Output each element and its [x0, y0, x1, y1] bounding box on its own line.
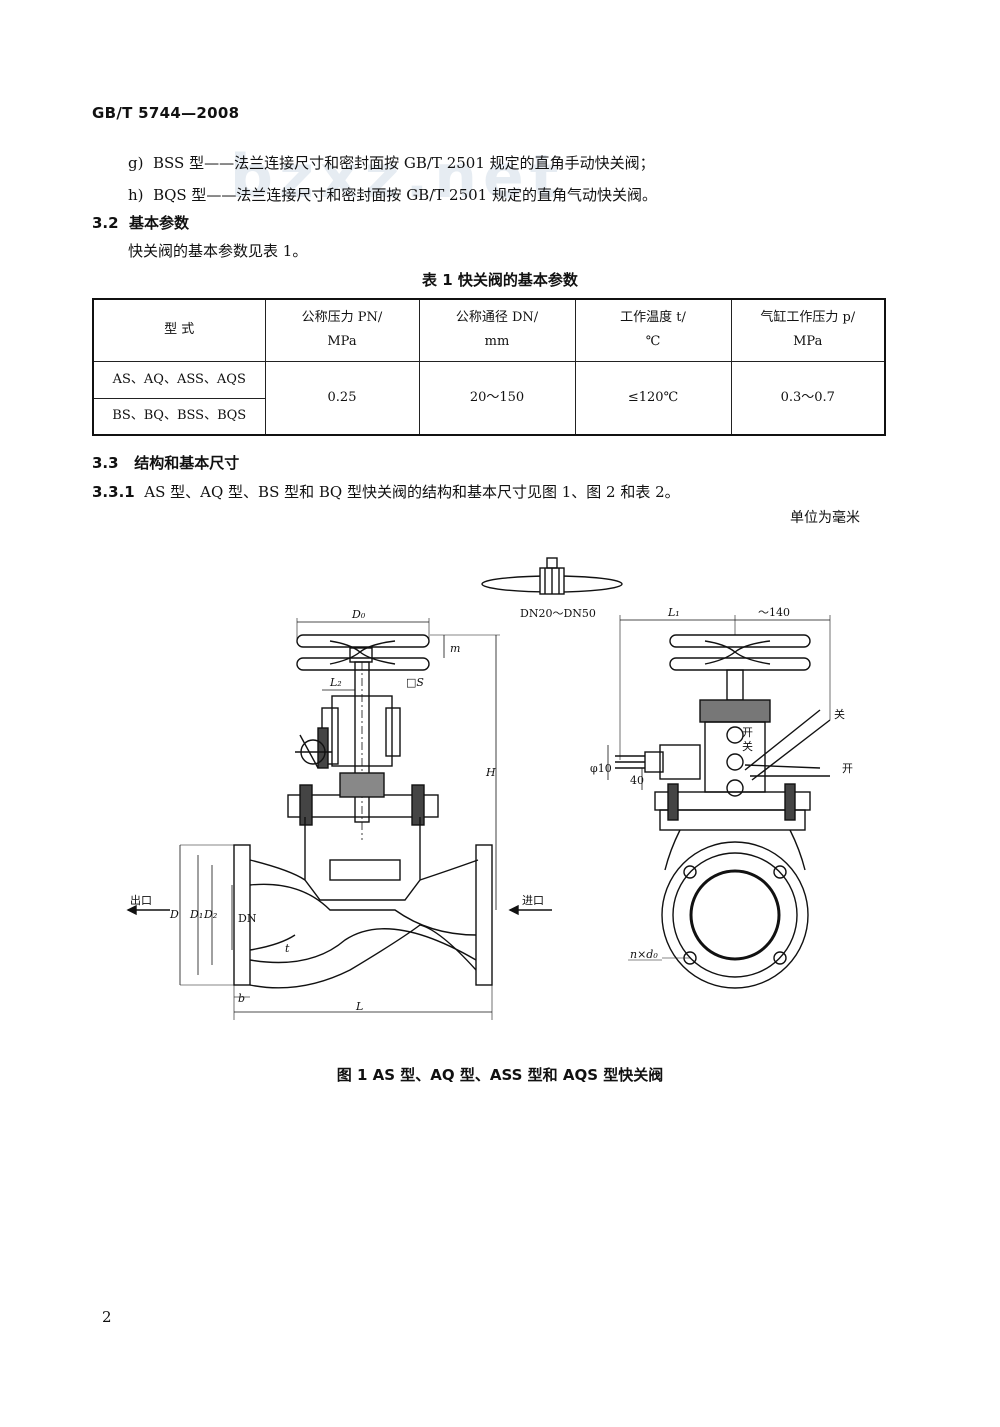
section-title: 基本参数: [129, 214, 190, 232]
cell-temp: ≤120℃: [574, 360, 732, 436]
valve-drawing: DN20～DN50 D₀ m L₂ □S H D D₁ D₂ DN t b L …: [126, 557, 853, 1020]
header-pn: 公称压力 PN/MPa: [264, 298, 420, 362]
label-DN: DN: [238, 912, 257, 925]
label-D: D: [169, 908, 179, 921]
table-caption: 表 1 快关阀的基本参数: [422, 271, 578, 289]
list-item-g: g) BSS 型——法兰连接尺寸和密封面按 GB/T 2501 规定的直角手动快…: [128, 152, 655, 173]
standard-code: GB/T 5744—2008: [92, 104, 240, 122]
label-close: 关: [834, 707, 845, 721]
section-title: 结构和基本尺寸: [134, 454, 240, 472]
item-text: BQS 型——法兰连接尺寸和密封面按 GB/T 2501 规定的直角气动快关阀。: [153, 186, 657, 204]
label-nd0: n×d₀: [630, 948, 658, 961]
figure-caption: 图 1 AS 型、AQ 型、ASS 型和 AQS 型快关阀: [336, 1066, 664, 1084]
label-D1: D₁: [189, 908, 203, 921]
section-number: 3.3: [92, 454, 119, 472]
label-L1: L₁: [667, 606, 680, 619]
section-3-2-heading: 3.2 基本参数: [92, 212, 189, 233]
label-outlet: 出口: [130, 893, 152, 907]
cell-cyl: 0.3～0.7: [730, 360, 886, 436]
label-L2: L₂: [329, 676, 342, 689]
header-type: 型 式: [92, 298, 266, 362]
header-temp: 工作温度 t/℃: [574, 298, 732, 362]
label-t: t: [285, 942, 290, 955]
label-close-2: 关: [742, 739, 753, 753]
table-header-row: 型 式 公称压力 PN/MPa 公称通径 DN/mm 工作温度 t/℃ 气缸工作…: [92, 298, 886, 362]
label-b: b: [238, 992, 245, 1005]
unit-note: 单位为毫米: [790, 510, 860, 526]
header-cyl: 气缸工作压力 p/MPa: [730, 298, 886, 362]
table-row: AS、AQ、ASS、AQS 0.25 20～150 ≤120℃ 0.3～0.7: [92, 360, 886, 436]
item-label: g): [128, 154, 144, 172]
label-D0: D₀: [351, 608, 366, 621]
label-L: L: [355, 1000, 363, 1013]
section-3-3-1: 3.3.1 AS 型、AQ 型、BS 型和 BQ 型快关阀的结构和基本尺寸见图 …: [92, 481, 680, 502]
label-D2: D₂: [203, 908, 217, 921]
label-dn-range: DN20～DN50: [520, 607, 596, 620]
list-item-h: h) BQS 型——法兰连接尺寸和密封面按 GB/T 2501 规定的直角气动快…: [128, 184, 657, 205]
cell-type-1: AS、AQ、ASS、AQS: [92, 360, 266, 399]
page-number: 2: [102, 1308, 112, 1326]
label-S: □S: [406, 676, 424, 689]
cell-pn: 0.25: [264, 360, 420, 436]
section-number: 3.3.1: [92, 483, 135, 501]
cell-type-2: BS、BQ、BSS、BQS: [92, 397, 266, 436]
header-dn: 公称通径 DN/mm: [418, 298, 576, 362]
label-140: ～140: [758, 606, 790, 619]
section-3-3-heading: 3.3 结构和基本尺寸: [92, 452, 239, 473]
label-H: H: [485, 766, 496, 779]
cell-dn: 20～150: [418, 360, 576, 436]
label-open-2: 开: [842, 762, 853, 775]
label-phi10: φ10: [590, 762, 612, 775]
label-40: 40: [630, 774, 644, 787]
watermark: bzxz.net: [230, 142, 565, 212]
section-text: AS 型、AQ 型、BS 型和 BQ 型快关阀的结构和基本尺寸见图 1、图 2 …: [144, 483, 680, 501]
item-text: BSS 型——法兰连接尺寸和密封面按 GB/T 2501 规定的直角手动快关阀；: [153, 154, 655, 172]
section-3-2-text: 快关阀的基本参数见表 1。: [128, 242, 308, 260]
table-row: BS、BQ、BSS、BQS: [92, 397, 885, 436]
label-m: m: [450, 642, 460, 655]
parameters-table: 型 式 公称压力 PN/MPa 公称通径 DN/mm 工作温度 t/℃ 气缸工作…: [92, 298, 886, 436]
item-label: h): [128, 186, 144, 204]
label-inlet: 进口: [522, 894, 544, 907]
section-number: 3.2: [92, 214, 119, 232]
label-open-1: 开: [742, 726, 753, 739]
